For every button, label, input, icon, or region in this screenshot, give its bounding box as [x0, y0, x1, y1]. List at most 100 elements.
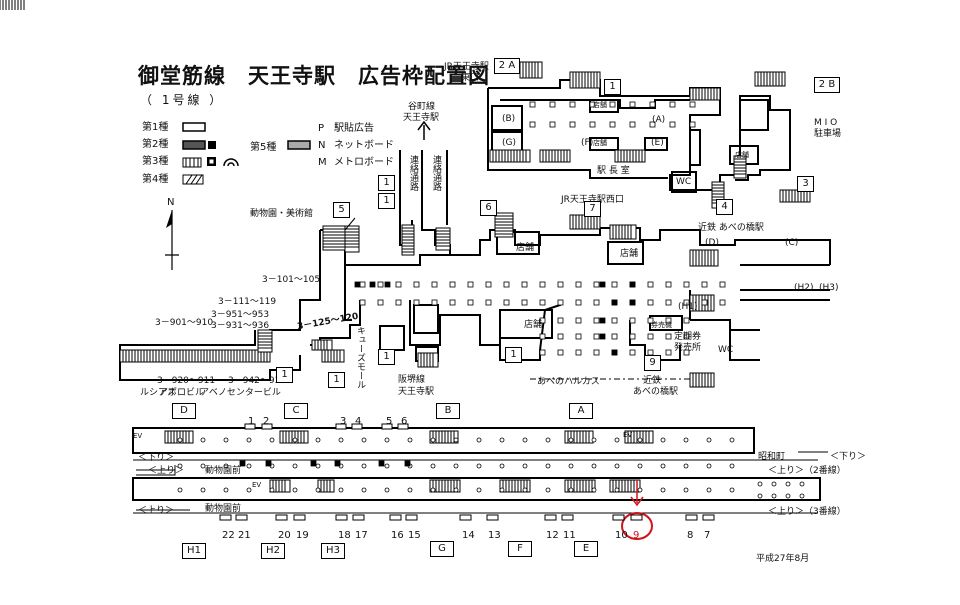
platform-pillar — [177, 463, 183, 469]
platform-showacho: 昭和町 — [758, 452, 786, 462]
ad-number-6: 6 — [401, 416, 408, 427]
staircase — [754, 71, 786, 87]
ad-number-2: 2 — [263, 416, 270, 427]
ad-panel — [599, 281, 606, 288]
ad-number-20: 20 — [278, 530, 291, 541]
platform-ad-board — [397, 423, 409, 430]
pillar — [503, 299, 510, 306]
platform-pillar — [729, 463, 735, 469]
lucias-label: ルシアス — [140, 388, 177, 398]
pillar — [629, 349, 636, 356]
platform-pillar — [177, 487, 183, 493]
pillar — [449, 299, 456, 306]
pillar — [569, 121, 576, 128]
platform-pillar — [269, 487, 275, 493]
platform-pillar — [430, 437, 436, 443]
ad-number-12: 12 — [546, 530, 559, 541]
exit-1-top: 1 — [604, 79, 621, 95]
ad-panel — [384, 281, 391, 288]
platform-pillar — [568, 487, 574, 493]
tanimachi-label-2: 天王寺駅 — [403, 113, 440, 123]
platform-pillar — [499, 463, 505, 469]
staircase — [624, 430, 654, 444]
platform-ad-board — [561, 514, 574, 521]
pillar — [683, 299, 690, 306]
pillar — [377, 281, 384, 288]
platform-pillar — [660, 437, 666, 443]
harukas-label: あべのハルカス — [537, 377, 600, 387]
page-subtitle: （ 1号線 ） — [140, 93, 225, 107]
pillar — [665, 333, 672, 340]
platform-ev-2: EV — [252, 481, 262, 489]
platform-ev-1: EV — [133, 432, 143, 440]
shop-code-b: (B) — [502, 114, 516, 124]
exit-3: 3 — [797, 176, 814, 192]
ad-number-3: 3 — [340, 416, 347, 427]
pillar — [689, 121, 696, 128]
ad-number-18: 18 — [338, 530, 351, 541]
pillar — [413, 281, 420, 288]
ad-number-8: 8 — [687, 530, 694, 541]
platform-pillar — [453, 437, 459, 443]
shop-label-6: 店舗 — [735, 151, 749, 159]
pillar — [549, 101, 556, 108]
pillar — [395, 281, 402, 288]
platform-ad-board — [702, 514, 715, 521]
pillar — [377, 299, 384, 306]
shop-code-h3: (H3) — [819, 283, 839, 293]
pillar — [539, 333, 546, 340]
exit-9-top: 9 — [644, 355, 661, 371]
ad-panel — [239, 460, 246, 467]
platform-up-left2: ＜上り＞ — [138, 506, 175, 516]
staircase — [401, 224, 415, 256]
platform-pillar — [771, 481, 777, 487]
pillar — [629, 317, 636, 324]
shop-label-3: 店舗 — [620, 249, 639, 259]
platform-pillar — [706, 463, 712, 469]
pillar — [683, 317, 690, 324]
platform-pillar — [315, 463, 321, 469]
ad-number-16: 16 — [391, 530, 404, 541]
platform-ad-board — [235, 514, 248, 521]
exit-5: 5 — [333, 202, 350, 218]
legend-p-code: P — [318, 123, 325, 134]
staircase — [614, 149, 646, 163]
pillar — [529, 121, 536, 128]
zoo-label: 動物園・美術館 — [250, 209, 314, 219]
renraku-label-2: 連絡通路 — [431, 155, 441, 191]
platform-ad-board — [261, 423, 273, 430]
legend-n-code: N — [318, 140, 326, 151]
staircase — [569, 214, 601, 230]
pillar — [665, 281, 672, 288]
gate-g: G — [430, 541, 454, 557]
platform-pillar — [660, 487, 666, 493]
legend-type2: 第2種 — [142, 139, 169, 150]
pillar — [649, 101, 656, 108]
platform-pillar — [614, 463, 620, 469]
exit-7: 7 — [584, 201, 601, 217]
platform-pillar — [545, 437, 551, 443]
ad-panel — [334, 460, 341, 467]
ad-panel — [629, 299, 636, 306]
platform-pillar — [757, 493, 763, 499]
platform-pillar — [522, 437, 528, 443]
platform-pillar — [614, 437, 620, 443]
platform-ad-board — [275, 514, 288, 521]
pillar — [701, 281, 708, 288]
platform-pillar — [315, 487, 321, 493]
pillar — [359, 281, 366, 288]
c942-label: 3－942～937 — [228, 376, 287, 386]
platform-zoo-front-1: 動物園前 — [205, 466, 242, 476]
pillar — [575, 333, 582, 340]
exit-1-b: 1 — [378, 193, 395, 209]
platform-down-left: ＜下り＞ — [138, 453, 175, 463]
station-office-label: 駅 長 室 — [597, 166, 630, 176]
abeno-center-label: アベノセンタービル — [200, 388, 281, 398]
staircase — [322, 225, 346, 251]
platform-ad-board — [630, 514, 643, 521]
platform-pillar — [361, 487, 367, 493]
ad-number-1: 1 — [248, 416, 255, 427]
shop-label-5: 店舗 — [593, 139, 607, 147]
platform-down-right: ＜下り＞ — [830, 452, 867, 462]
platform-ad-board — [612, 514, 625, 521]
